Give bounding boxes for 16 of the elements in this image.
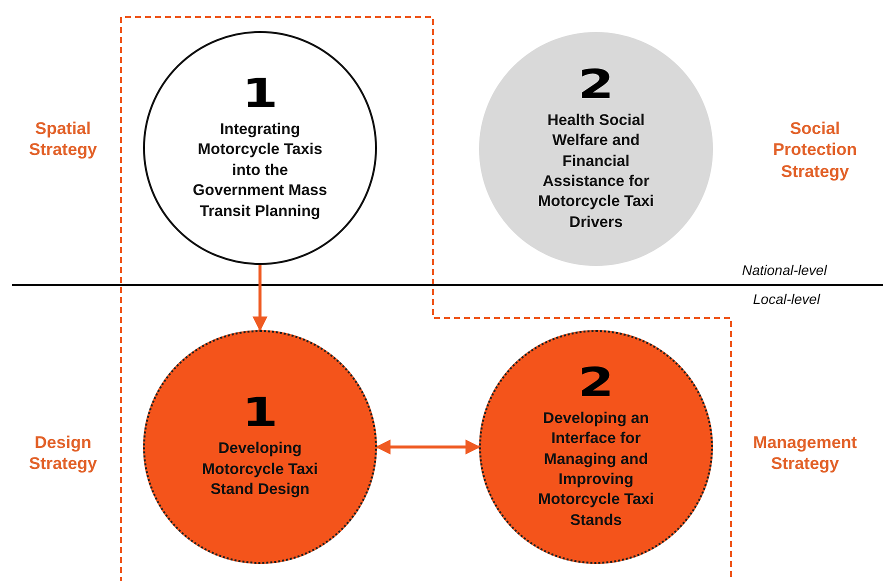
circle-text: Developing Motorcycle Taxi Stand Design bbox=[200, 439, 319, 500]
level-label: National-level bbox=[742, 262, 827, 280]
circle-number: 1 bbox=[242, 74, 278, 114]
level-label: Local-level bbox=[753, 291, 820, 308]
strategy-label: Social Protection Strategy bbox=[772, 118, 858, 182]
circle-number: 2 bbox=[578, 362, 614, 403]
circle-text: Developing an Interface for Managing and Improving Motorcycle Taxi Stands bbox=[536, 408, 655, 531]
circle-number: 1 bbox=[242, 393, 278, 434]
circle-text: Integrating Motorcycle Taxis into the Government Mass Transit Planning bbox=[192, 120, 328, 222]
circle-number: 2 bbox=[578, 64, 614, 105]
strategy-label: Design Strategy bbox=[28, 432, 98, 474]
arrow bbox=[252, 265, 268, 332]
strategy-label: Management Strategy bbox=[752, 432, 858, 474]
arrow bbox=[376, 440, 480, 454]
strategy-label: Spatial Strategy bbox=[28, 118, 98, 160]
circle-text: Health Social Welfare and Financial Assistance for Motorcycle Taxi Drivers bbox=[536, 110, 655, 233]
